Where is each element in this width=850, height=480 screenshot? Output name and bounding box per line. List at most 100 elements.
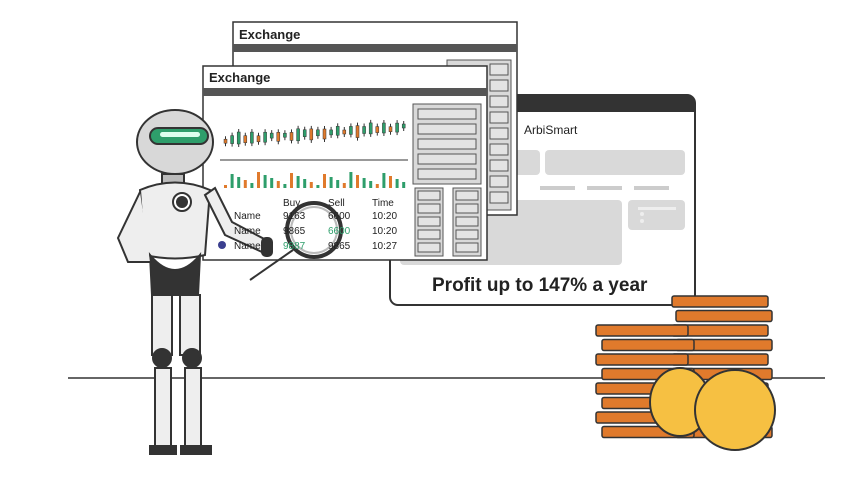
panel-row [417,153,477,165]
volume-bar [382,173,386,188]
volume-bar [342,183,346,188]
coin [595,353,689,366]
volume-bar [402,182,406,188]
volume-bar [323,174,326,188]
panel-row [417,138,477,150]
panel-cell [455,229,479,240]
candle [349,126,353,135]
volume-bar [329,177,333,188]
candlestick-chart [223,119,406,147]
row-marker-icon [218,241,226,249]
volume-bars [224,172,406,188]
volume-bar [283,184,287,188]
coin [675,309,773,323]
volume-bar [349,172,353,188]
header-sell: Sell [328,198,345,209]
coin [671,295,769,308]
row-name: Name [234,211,261,222]
volume-bar [250,183,254,188]
panel-row [489,79,509,92]
panel-row [489,63,509,76]
row-name: Name [234,226,261,237]
row-time: 10:20 [372,211,397,222]
volume-bar [296,176,300,188]
candle [342,129,347,135]
candle [362,126,366,134]
panel-row [417,123,477,135]
candle [236,131,241,145]
volume-bar [369,181,373,188]
panel-row [417,108,477,120]
row-sell: 9865 [328,241,351,252]
candle [289,132,294,141]
candle [368,122,373,135]
profit-headline: Profit up to 147% a year [432,275,648,296]
volume-bar [224,185,227,188]
panel-cell [455,242,479,253]
candle [302,129,307,137]
volume-bar [303,179,307,188]
candle [223,138,228,144]
candle [375,126,380,133]
front-window-title: Exchange [209,70,270,85]
candle [335,126,340,136]
gold-coins [649,367,776,451]
volume-bar [362,178,366,188]
panel-row [417,168,477,180]
candle [309,128,314,141]
panel-cell [417,242,441,253]
panel-cell [455,203,479,214]
exchange-table: Buy Sell Time Name 9163 6600 10:20 Name … [234,198,397,252]
panel-row [489,95,509,108]
volume-bar [237,177,241,188]
row-buy: 9887 [283,241,306,252]
candle [401,123,406,129]
candle [283,132,287,138]
volume-bar [263,175,267,188]
header-time: Time [372,198,394,209]
candle [322,128,327,140]
panel-cell [417,229,441,240]
volume-bar [395,179,399,188]
volume-bar [309,182,313,188]
volume-bar [316,185,320,188]
robot [116,109,273,455]
panel-row [489,111,509,124]
volume-bar [243,180,247,188]
coin [601,338,695,352]
candle [250,131,254,144]
magnifier-icon [249,201,343,281]
panel-row [489,159,509,172]
volume-bar [257,172,260,188]
back-window-title: Exchange [239,27,300,42]
panel-row [489,175,509,188]
row-sell: 6600 [328,226,351,237]
candle [269,132,274,139]
panel-row [489,191,509,204]
panel-row [489,127,509,140]
volume-bar [389,176,392,188]
panel-cell [455,216,479,227]
candle [395,122,399,133]
candle [263,131,267,143]
candle [388,126,393,132]
candle [256,135,261,143]
volume-bar [290,173,293,188]
row-name: Name [234,241,261,252]
arbismart-brand: ArbiSmart [524,123,578,137]
coin [595,324,689,337]
panel-row [489,143,509,156]
header-buy: Buy [283,198,300,209]
volume-bar [230,174,234,188]
panel-cell [417,190,441,201]
candle [243,135,248,143]
row-time: 10:27 [372,241,397,252]
candle [329,129,333,136]
panel-cell [417,216,441,227]
row-buy: 9163 [283,211,306,222]
panel-cell [417,203,441,214]
volume-bar [375,184,379,188]
candle [296,128,300,142]
volume-bar [336,180,340,188]
